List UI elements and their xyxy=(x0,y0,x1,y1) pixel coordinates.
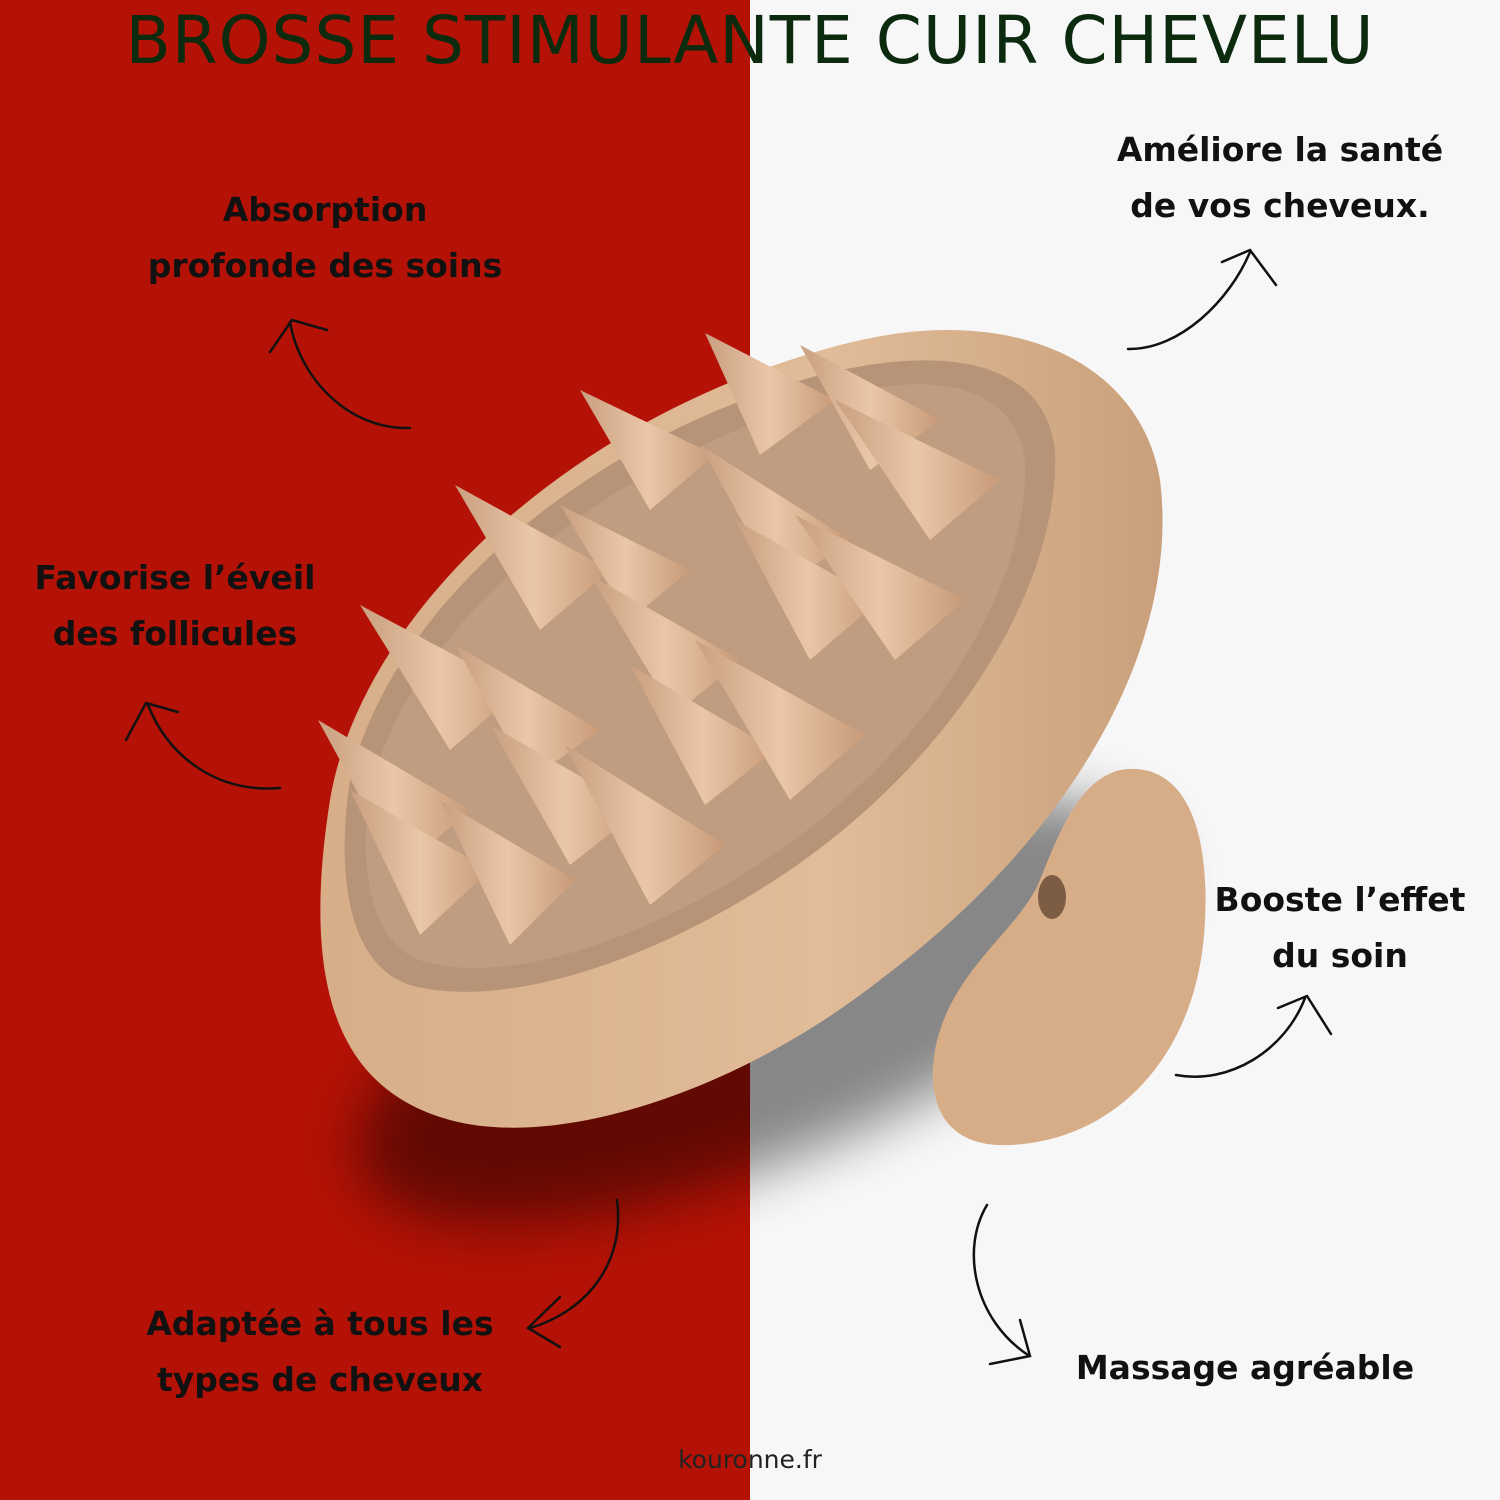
arrow-top-right-icon xyxy=(1126,248,1278,351)
feature-sante: Améliore la santé de vos cheveux. xyxy=(1090,122,1470,234)
feature-absorption: Absorption profonde des soins xyxy=(105,182,545,294)
page-title: BROSSE STIMULANTE CUIR CHEVELU xyxy=(125,2,1375,79)
feature-adaptee: Adaptée à tous les types de cheveux xyxy=(110,1296,530,1408)
feature-line: des follicules xyxy=(52,614,298,653)
feature-line: Massage agréable xyxy=(1075,1348,1415,1387)
feature-line: Favorise l’éveil xyxy=(34,558,316,597)
arrow-mid-left-icon xyxy=(124,701,282,790)
feature-line: Booste l’effet xyxy=(1214,880,1466,919)
arrow-mid-right-icon xyxy=(1174,994,1333,1078)
feature-follicules: Favorise l’éveil des follicules xyxy=(0,550,350,662)
feature-line: Absorption xyxy=(222,190,428,229)
feature-line: Améliore la santé xyxy=(1116,130,1444,169)
feature-line: types de cheveux xyxy=(156,1360,484,1399)
footer-site: kouronne.fr xyxy=(678,1445,822,1474)
arrow-bottom-right-icon xyxy=(972,1203,1032,1366)
feature-line: du soin xyxy=(1272,936,1408,975)
feature-line: Adaptée à tous les xyxy=(146,1304,494,1343)
feature-massage: Massage agréable xyxy=(1060,1340,1430,1396)
arrow-top-left-icon xyxy=(268,318,412,430)
feature-line: de vos cheveux. xyxy=(1130,186,1430,225)
arrow-bottom-left-icon xyxy=(525,1198,620,1349)
feature-line: profonde des soins xyxy=(147,246,503,285)
feature-booste: Booste l’effet du soin xyxy=(1195,872,1485,984)
